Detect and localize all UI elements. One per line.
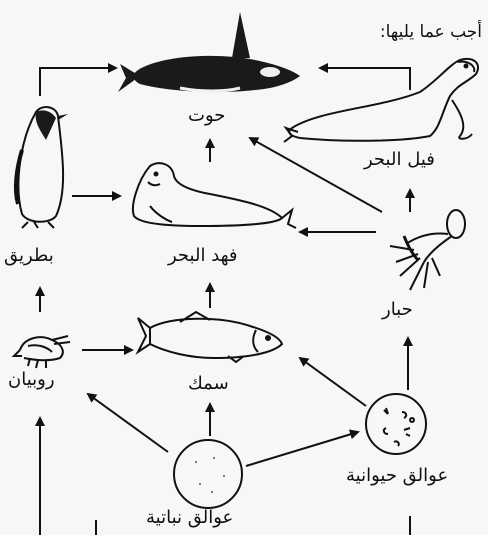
arrow-squid-whale <box>250 138 382 212</box>
label-shrimp: روبيان <box>8 370 55 390</box>
label-fish: سمك <box>188 374 229 394</box>
label-elephant-seal: فيل البحر <box>364 150 435 170</box>
arrow-phytoplankton-shrimp <box>88 394 168 452</box>
phytoplankton-drawing <box>174 440 242 508</box>
leopard-seal-drawing <box>133 163 296 228</box>
shrimp-drawing <box>14 336 70 368</box>
label-penguin: بطريق <box>4 246 54 266</box>
elephant-seal-drawing <box>284 59 478 142</box>
label-phytoplankton: عوالق نباتية <box>146 508 233 528</box>
label-whale: حوت <box>188 106 225 126</box>
label-zooplankton: عوالق حيوانية <box>346 466 448 486</box>
zooplankton-drawing <box>366 394 426 454</box>
arrow-penguin-whale <box>40 68 116 96</box>
label-leopard-seal: فهد البحر <box>168 246 238 266</box>
label-squid: حبار <box>382 300 413 320</box>
fish-drawing <box>138 312 282 362</box>
arrow-elephant-seal-whale <box>320 68 410 90</box>
arrow-zooplankton-fish <box>300 358 366 406</box>
arrow-phytoplankton-zooplankton <box>246 432 358 466</box>
whale-drawing <box>118 12 300 92</box>
squid-drawing <box>390 210 465 290</box>
penguin-drawing <box>16 107 68 228</box>
